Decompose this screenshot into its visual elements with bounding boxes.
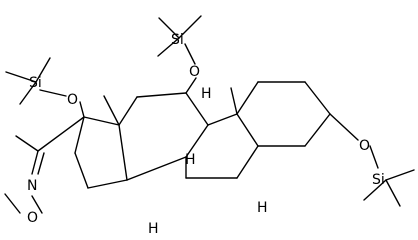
atom-si-top-center: Si — [171, 32, 184, 48]
atom-label-layer: Si O Si O H H H H O Si N O — [27, 32, 385, 235]
atom-h-c9: H — [185, 152, 196, 168]
atom-o-right: O — [359, 138, 370, 154]
steroid-structure-diagram: Si O Si O H H H H O Si N O — [4, 15, 415, 235]
atom-h-c8: H — [201, 86, 212, 102]
atom-si-right: Si — [372, 172, 385, 188]
atom-o-center: O — [189, 64, 200, 80]
atom-h-c14: H — [148, 221, 159, 235]
atom-n-oxime: N — [27, 178, 37, 194]
atom-o-top-left: O — [67, 92, 78, 108]
atom-o-oxime: O — [27, 210, 38, 226]
bond-layer — [4, 15, 415, 214]
atom-si-top-left: Si — [29, 75, 42, 91]
atom-h-c5: H — [257, 200, 268, 216]
